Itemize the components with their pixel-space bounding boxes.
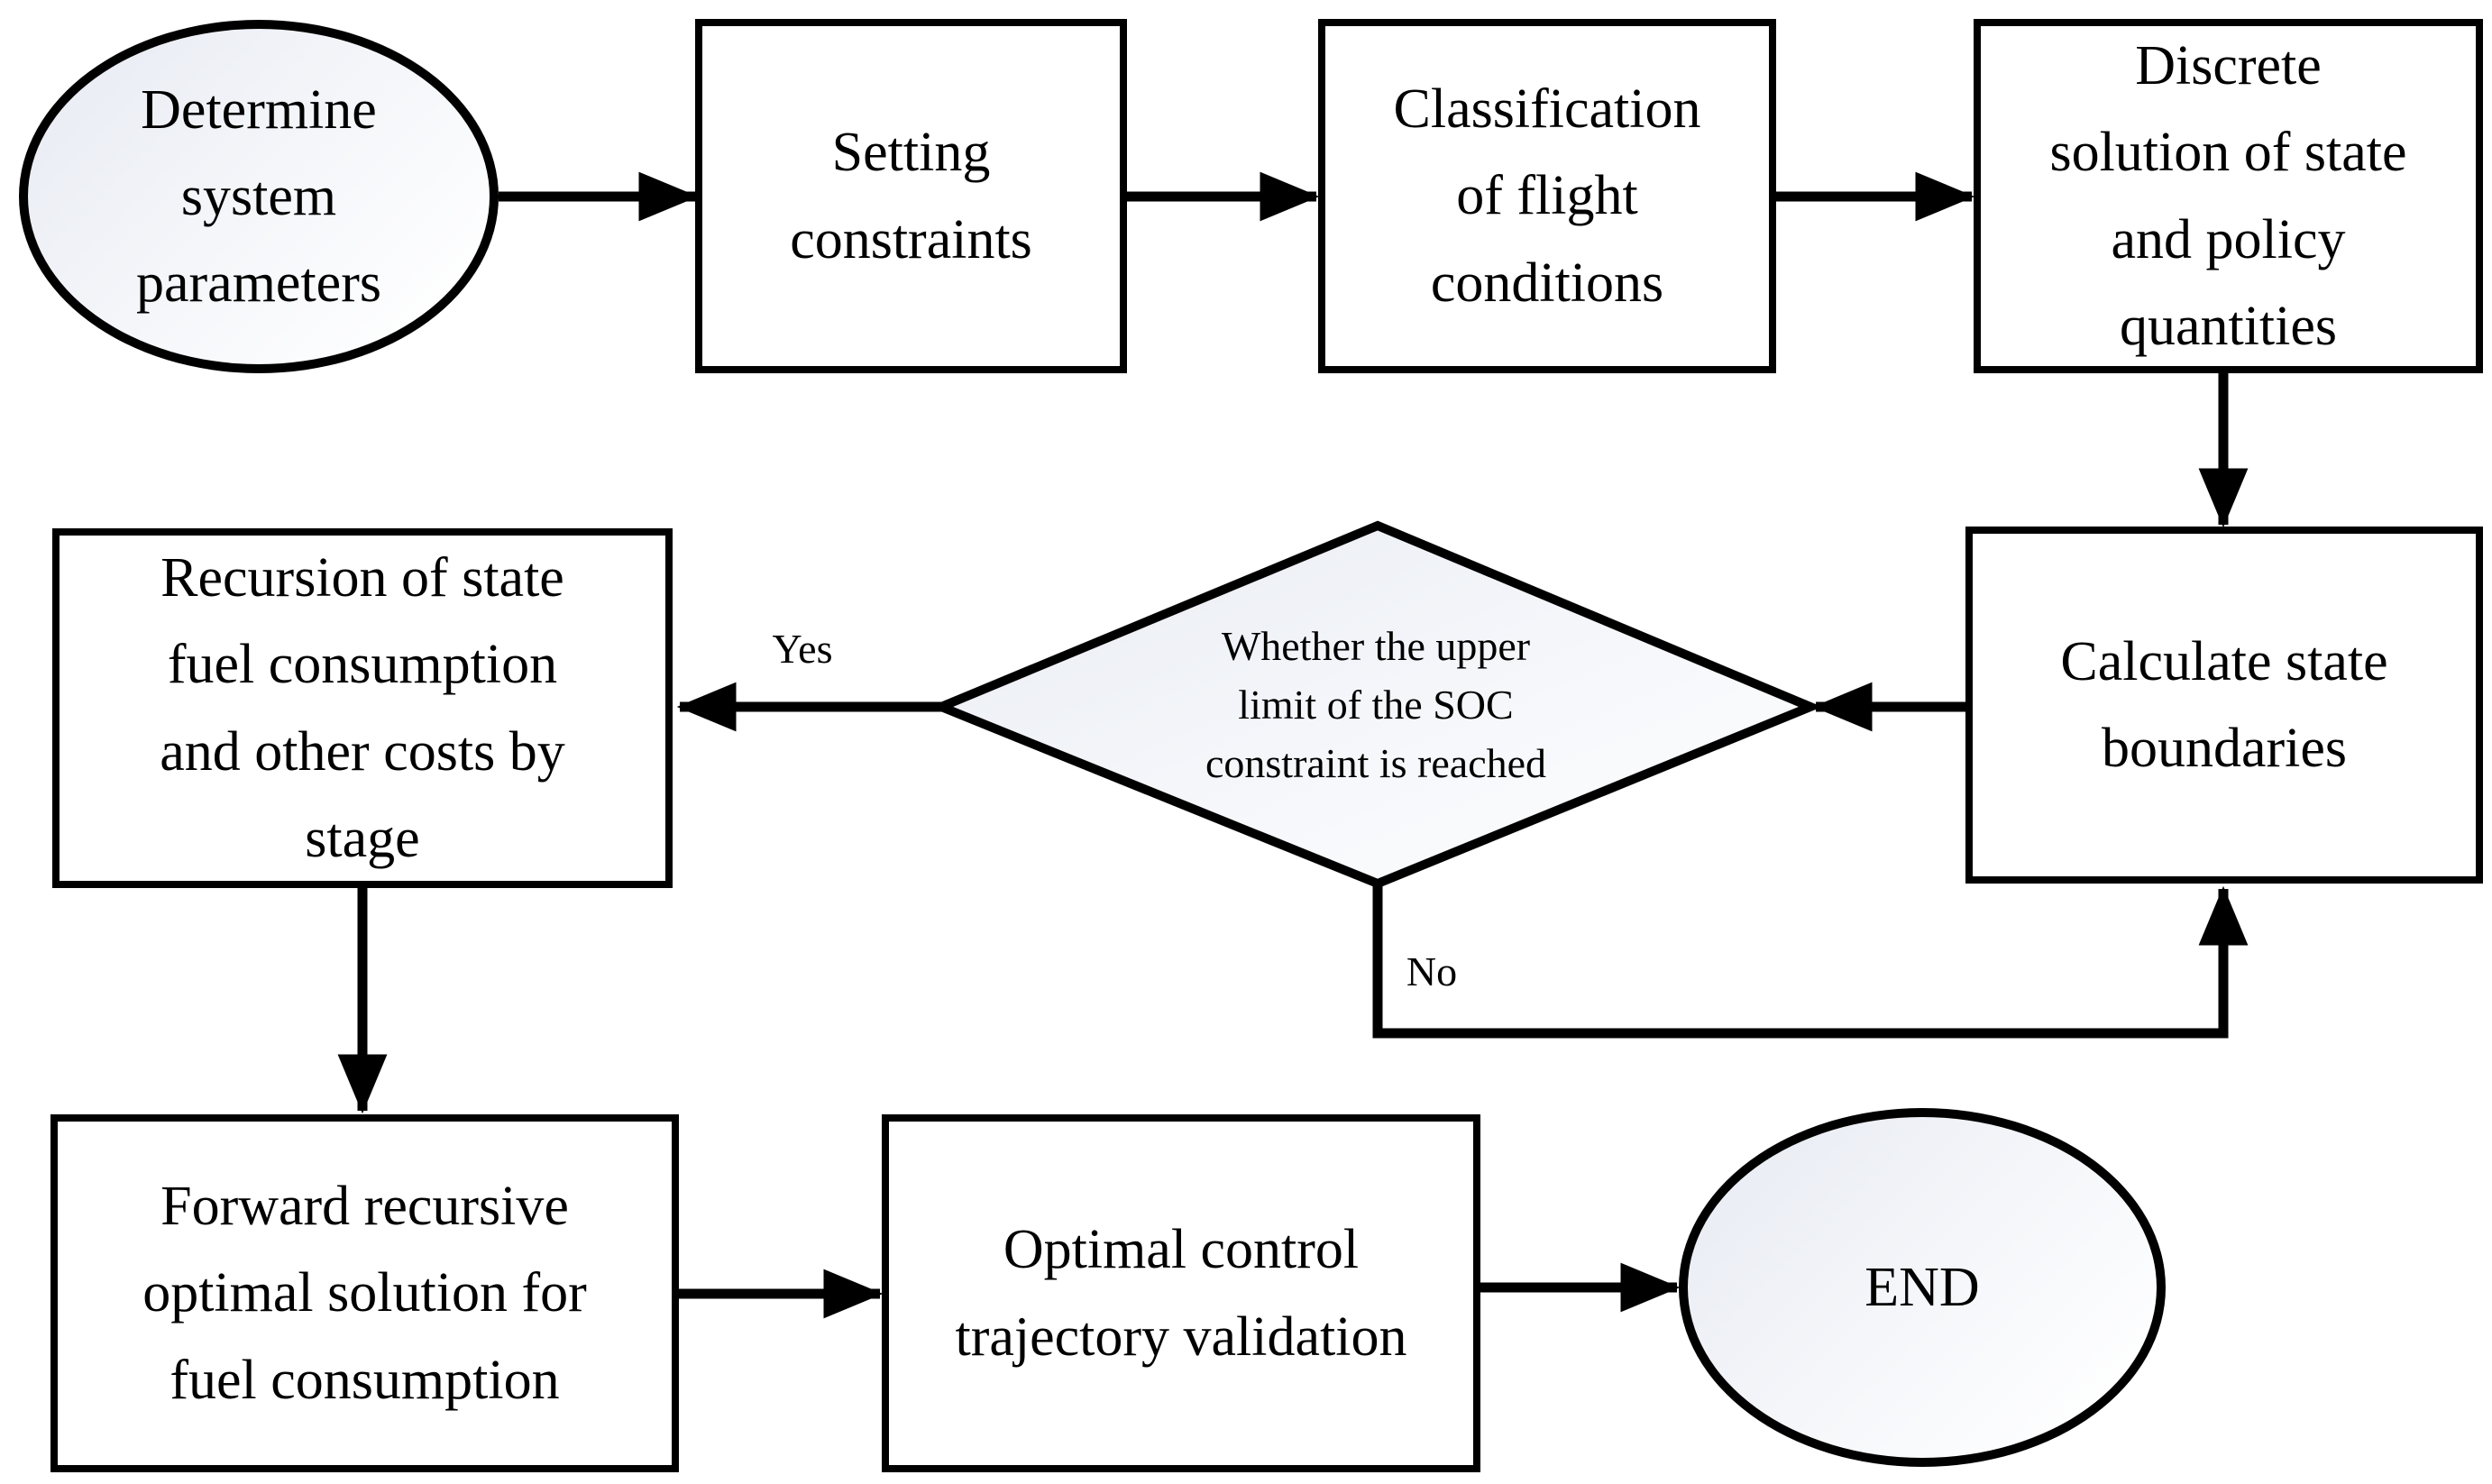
arrow-decision-no-loop-to-calculate xyxy=(1372,884,2249,1039)
node-start: Determine system parameters xyxy=(19,20,499,373)
node-setting-constraints: Setting constraints xyxy=(695,19,1127,373)
node-optimal-control-label: Optimal control trajectory validation xyxy=(955,1219,1407,1368)
node-discrete-solution: Discrete solution of state and policy qu… xyxy=(1974,19,2483,373)
node-recursion: Recursion of state fuel consumption and … xyxy=(52,528,673,888)
node-optimal-control: Optimal control trajectory validation xyxy=(882,1114,1480,1472)
edge-label-yes: Yes xyxy=(772,626,833,672)
node-forward-recursive: Forward recursive optimal solution for f… xyxy=(50,1114,679,1472)
node-forward-recursive-label: Forward recursive optimal solution for f… xyxy=(142,1176,587,1411)
node-end: END xyxy=(1679,1108,2166,1467)
node-end-label: END xyxy=(1864,1256,1980,1318)
node-setting-constraints-label: Setting constraints xyxy=(790,122,1032,270)
node-start-label: Determine system parameters xyxy=(136,78,381,315)
node-classification: Classification of flight conditions xyxy=(1318,19,1776,373)
node-discrete-solution-label: Discrete solution of state and policy qu… xyxy=(2049,35,2407,357)
edge-label-no: No xyxy=(1406,948,1458,994)
node-classification-label: Classification of flight conditions xyxy=(1393,78,1701,314)
node-recursion-label: Recursion of state fuel consumption and … xyxy=(160,547,565,869)
node-calculate-boundaries: Calculate state boundaries xyxy=(1965,527,2483,884)
node-calculate-boundaries-label: Calculate state boundaries xyxy=(2060,630,2388,779)
node-soc-decision-label: Whether the upper limit of the SOC const… xyxy=(1205,622,1547,787)
